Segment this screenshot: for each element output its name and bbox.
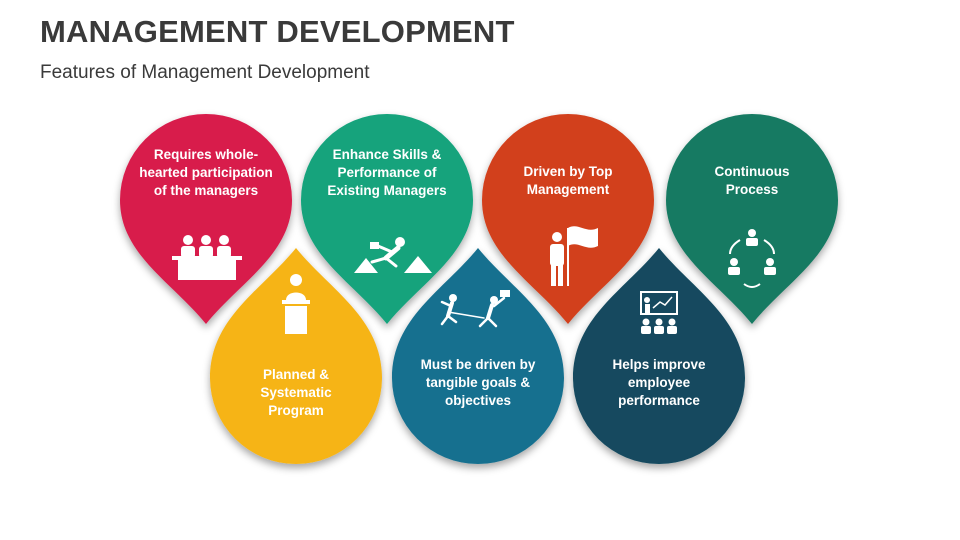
hurdle-jump-icon	[354, 237, 432, 273]
drop-continuous-process	[666, 114, 838, 324]
feature-label-continuous-process: Continuous Process	[714, 164, 790, 197]
meeting-table-icon	[172, 235, 242, 280]
feature-label-planned-program: Planned & Systematic Program	[260, 367, 332, 418]
podium-speaker-icon	[282, 274, 310, 334]
page-title: MANAGEMENT DEVELOPMENT	[40, 14, 515, 49]
drop-planned-program	[210, 248, 382, 464]
drop-employee-performance	[573, 248, 745, 465]
presentation-board-icon	[640, 291, 678, 334]
feature-label-tangible-goals: Must be driven by tangible goals & objec…	[420, 357, 536, 408]
feature-label-enhance-skills: Enhance Skills & Performance of Existing…	[327, 147, 447, 198]
goal-chase-icon	[440, 290, 510, 328]
cycle-team-icon	[728, 229, 776, 288]
feature-label-top-management: Driven by Top Management	[523, 164, 613, 197]
drop-tangible-goals	[392, 248, 564, 464]
drop-top-management	[482, 114, 654, 324]
page-subtitle: Features of Management Development	[40, 62, 370, 83]
drop-whole-hearted	[120, 114, 292, 324]
feature-label-whole-hearted: Requires whole-hearted participation of …	[139, 147, 273, 198]
feature-label-employee-performance: Helps improve employee performance	[612, 357, 706, 408]
flag-leader-icon	[550, 226, 598, 286]
